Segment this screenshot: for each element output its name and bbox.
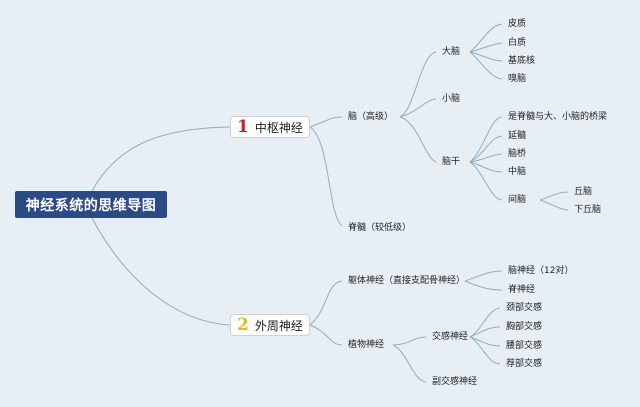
branch-peripheral-nervous[interactable]: 2 外周神经 [230, 314, 310, 336]
node-sympathetic-nerve[interactable]: 交感神经 [432, 332, 469, 342]
node-cerebellum[interactable]: 小脑 [442, 94, 461, 104]
node-sympathetic-child[interactable]: 荐部交感 [506, 359, 543, 369]
node-sympathetic-child[interactable]: 颈部交感 [506, 303, 543, 313]
node-brain[interactable]: 脑（高级） [348, 112, 394, 122]
node-cerebrum-child[interactable]: 白质 [508, 38, 527, 48]
node-diencephalon-child[interactable]: 下丘脑 [574, 205, 602, 215]
node-somatic-child[interactable]: 脊神经 [508, 285, 536, 295]
node-cerebrum-child[interactable]: 嗅脑 [508, 74, 527, 84]
node-parasympathetic-nerve[interactable]: 副交感神经 [432, 377, 478, 387]
node-brainstem-child[interactable]: 中脑 [508, 167, 527, 177]
node-autonomic-nerve[interactable]: 植物神经 [348, 340, 385, 350]
root-node[interactable]: 神经系统的思维导图 [15, 191, 167, 218]
node-cerebrum-child[interactable]: 皮质 [508, 19, 527, 29]
node-diencephalon[interactable]: 间脑 [508, 195, 527, 205]
node-brainstem-child[interactable]: 脑桥 [508, 149, 527, 159]
node-diencephalon-child[interactable]: 丘脑 [574, 187, 593, 197]
branch-label: 外周神经 [254, 318, 303, 333]
branch-label: 中枢神经 [254, 120, 303, 135]
node-somatic-child[interactable]: 脑神经（12对） [508, 266, 574, 276]
node-sympathetic-child[interactable]: 胸部交感 [506, 322, 543, 332]
branch-number-1: 1 [237, 117, 249, 137]
node-spinal-cord[interactable]: 脊髓（较低级） [348, 223, 412, 233]
branch-central-nervous[interactable]: 1 中枢神经 [230, 116, 310, 138]
node-brainstem-child[interactable]: 延髓 [508, 131, 527, 141]
node-brainstem-child[interactable]: 是脊髓与大、小脑的桥梁 [508, 112, 608, 122]
node-cerebrum[interactable]: 大脑 [442, 47, 461, 57]
node-somatic-nerve[interactable]: 躯体神经（直接支配骨神经） [348, 276, 466, 286]
node-cerebrum-child[interactable]: 基底核 [508, 56, 536, 66]
node-sympathetic-child[interactable]: 腰部交感 [506, 341, 543, 351]
node-brainstem[interactable]: 脑干 [442, 157, 461, 167]
branch-number-2: 2 [237, 315, 249, 335]
